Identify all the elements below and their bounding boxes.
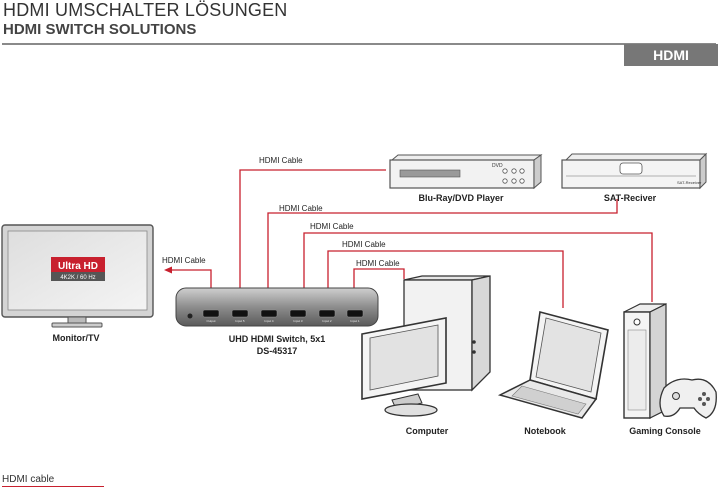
cable-label-console: HDMI Cable [310, 222, 354, 231]
legend-label: HDMI cable [2, 474, 55, 485]
port-label: Input 3 [293, 319, 303, 323]
label-bluray: Blu-Ray/DVD Player [418, 193, 504, 203]
notebook [497, 310, 609, 419]
label-switch-name: UHD HDMI Switch, 5x1 [229, 334, 326, 344]
ultra-hd-badge-sub: 4K2K / 60 Hz [60, 275, 95, 281]
switch-port-input1 [346, 309, 364, 318]
sat-receiver: SAT-Receiver [561, 152, 708, 190]
port-label: Input 1 [350, 319, 360, 323]
port-label: Input 2 [322, 319, 332, 323]
cable-notebook [327, 250, 564, 308]
cable-label-computer: HDMI Cable [356, 259, 400, 268]
label-monitor: Monitor/TV [53, 333, 100, 343]
cable-label-notebook: HDMI Cable [342, 240, 386, 249]
hdmi-tab: HDMI [624, 44, 718, 66]
cable-bluray [239, 169, 386, 289]
ultra-hd-badge: Ultra HD 4K2K / 60 Hz [51, 257, 105, 281]
port-label: Input 5 [235, 319, 245, 323]
sat-brand-text: SAT-Receiver [677, 180, 702, 185]
switch-port-input5 [231, 309, 249, 318]
cable-lines [164, 169, 653, 308]
switch-ports [202, 309, 364, 318]
label-computer: Computer [406, 426, 449, 436]
label-sat: SAT-Reciver [604, 193, 657, 203]
switch-power-led [187, 313, 193, 319]
title-german: HDMI UMSCHALTER LÖSUNGEN [3, 0, 288, 20]
gaming-console [623, 303, 717, 419]
ultra-hd-badge-main: Ultra HD [58, 261, 98, 272]
hdmi-switch: Output Input 5 Input 4 Input 3 Input 2 I… [175, 287, 379, 327]
switch-port-input2 [318, 309, 336, 318]
port-label: Output [206, 319, 215, 323]
cable-to-monitor [172, 269, 212, 289]
port-label: Input 4 [264, 319, 274, 323]
cable-label-sat: HDMI Cable [279, 204, 323, 213]
cable-computer [353, 268, 405, 289]
cable-label-bluray: HDMI Cable [259, 156, 303, 165]
title-english: HDMI SWITCH SOLUTIONS [3, 21, 197, 38]
header-rule [2, 43, 716, 45]
legend-line [2, 486, 104, 487]
cable-console [303, 232, 653, 302]
cable-sat [267, 199, 618, 289]
switch-port-input4 [260, 309, 278, 318]
label-console: Gaming Console [629, 426, 701, 436]
cable-arrow-head [164, 266, 172, 274]
cable-label-monitor: HDMI Cable [162, 256, 206, 265]
label-notebook: Notebook [524, 426, 566, 436]
svg-text:DVD: DVD [492, 163, 503, 169]
bluray-player: DVD [389, 154, 543, 190]
computer [361, 275, 491, 417]
label-switch-model: DS-45317 [257, 346, 298, 356]
switch-port-input3 [289, 309, 307, 318]
switch-port-output [202, 309, 220, 318]
